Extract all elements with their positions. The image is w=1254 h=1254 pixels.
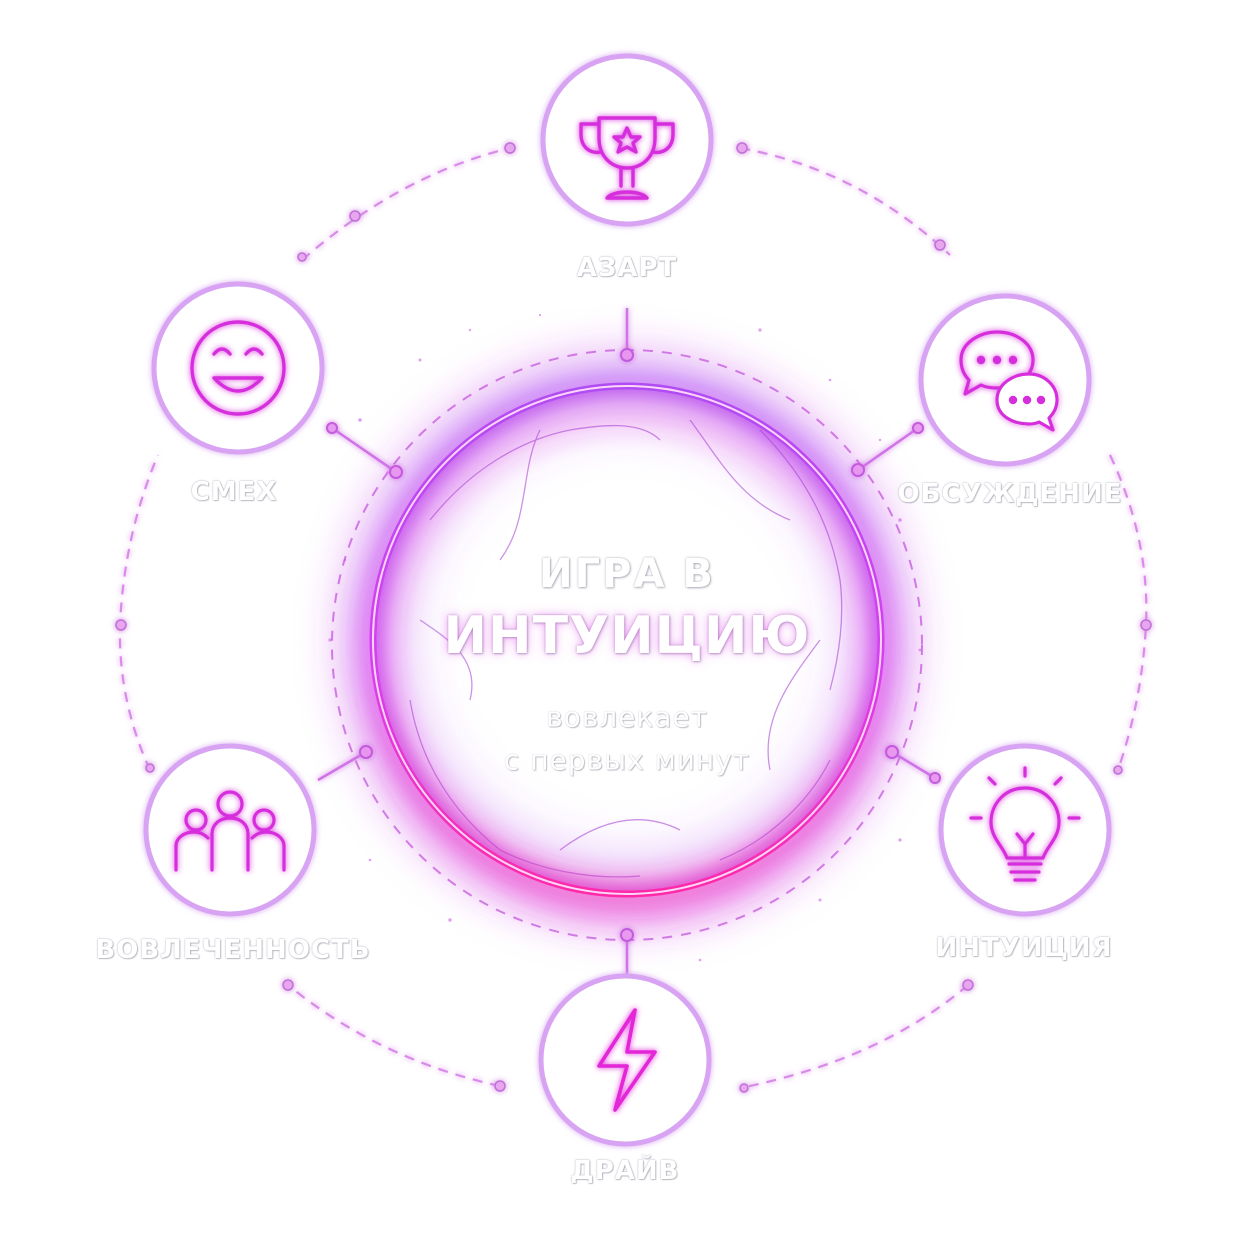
lightbulb-icon	[969, 766, 1081, 882]
particle	[468, 328, 472, 332]
orbit-dots	[115, 142, 1152, 1093]
particle	[898, 838, 902, 842]
node-intuitsiya	[938, 743, 1112, 917]
node-label-obsuzhdenie: ОБСУЖДЕНИЕ	[897, 479, 1123, 509]
orbit-dot	[297, 252, 307, 262]
connector-obsuzhdenie	[857, 426, 919, 472]
node-vovlechennost-circle	[143, 743, 317, 917]
node-label-drayv: ДРАЙВ	[570, 1156, 680, 1186]
trophy-icon	[579, 116, 675, 200]
vein	[419, 619, 473, 701]
vein	[719, 759, 831, 861]
node-obsuzhdenie	[918, 293, 1092, 467]
orbit-dot	[494, 1080, 506, 1092]
particle	[358, 418, 362, 422]
orbit-dot	[962, 979, 974, 991]
vein	[759, 429, 843, 691]
particle	[878, 438, 882, 442]
core-veins	[409, 419, 843, 878]
center-subtitle-line1: вовлекает	[546, 700, 708, 734]
particle	[538, 313, 542, 317]
orbit-dot	[934, 239, 946, 251]
node-intuitsiya-circle	[938, 743, 1112, 917]
center-title-line1: ИГРА В	[539, 551, 715, 597]
core-ring	[366, 379, 888, 901]
particle	[368, 858, 372, 862]
core-ring-highlight	[372, 385, 882, 895]
core-fill	[373, 386, 881, 894]
node-drayv-circle	[538, 973, 712, 1147]
particle	[828, 378, 832, 382]
node-vovlechennost	[143, 743, 317, 917]
orbit-arc	[301, 146, 511, 261]
particle	[343, 558, 347, 562]
orbit-arc	[739, 984, 969, 1090]
orbit-dot	[282, 979, 294, 991]
node-label-smekh: СМЕХ	[190, 477, 278, 507]
center-subtitle-line2: с первых минут	[503, 743, 751, 777]
particle	[818, 898, 822, 902]
smiley-icon	[190, 320, 286, 416]
particle	[758, 328, 762, 332]
particle	[328, 638, 332, 642]
connector-vovlechennost	[317, 750, 367, 782]
node-smekh	[151, 281, 325, 455]
node-label-intuitsiya: ИНТУИЦИЯ	[935, 933, 1113, 963]
connector-dot	[912, 422, 924, 434]
node-azart	[540, 53, 714, 227]
vein	[409, 699, 641, 878]
vein	[429, 424, 661, 521]
center-title-line2: ИНТУИЦИЮ	[443, 606, 811, 666]
node-label-azart: АЗАРТ	[576, 253, 678, 283]
particle	[898, 518, 902, 522]
particle	[448, 918, 452, 922]
particle	[698, 958, 702, 962]
orbit-dot	[504, 142, 516, 154]
orbit-arc	[118, 454, 160, 771]
node-drayv	[538, 973, 712, 1147]
node-label-vovlechennost: ВОВЛЕЧЕННОСТЬ	[95, 935, 371, 965]
connector-smekh	[331, 426, 397, 474]
orbit-arc	[287, 984, 501, 1088]
orbit-dot	[349, 210, 361, 222]
node-smekh-circle	[151, 281, 325, 455]
connectors	[317, 308, 936, 978]
connector-dot	[620, 928, 634, 942]
orbit-dot	[115, 619, 127, 631]
lightning-icon	[597, 1008, 657, 1112]
vein	[559, 818, 681, 851]
node-obsuzhdenie-circle	[918, 293, 1092, 467]
vein	[767, 639, 821, 771]
particles	[328, 313, 922, 962]
orbit-arc	[739, 146, 951, 256]
orbit-arc	[1109, 454, 1148, 771]
particle	[418, 358, 422, 362]
vein	[689, 419, 791, 521]
vein	[499, 429, 541, 561]
people-group-icon	[174, 790, 286, 872]
connector-dot	[389, 465, 403, 479]
connector-dots	[326, 348, 941, 942]
connector-dot	[359, 745, 373, 759]
connector-dot	[929, 772, 941, 784]
orbit-dot	[736, 142, 748, 154]
orbit-dot	[739, 1083, 749, 1093]
orbit-dot	[1140, 619, 1152, 631]
connector-dot	[885, 745, 899, 759]
connector-intuitsiya	[891, 750, 936, 780]
node-azart-circle	[540, 53, 714, 227]
connector-dot	[851, 463, 865, 477]
orbit-dot	[1113, 765, 1123, 775]
connector-dot	[620, 348, 634, 362]
orbit-dot	[145, 763, 155, 773]
chat-bubbles-icon	[959, 330, 1059, 432]
particle	[918, 648, 922, 652]
connector-dot	[326, 422, 338, 434]
